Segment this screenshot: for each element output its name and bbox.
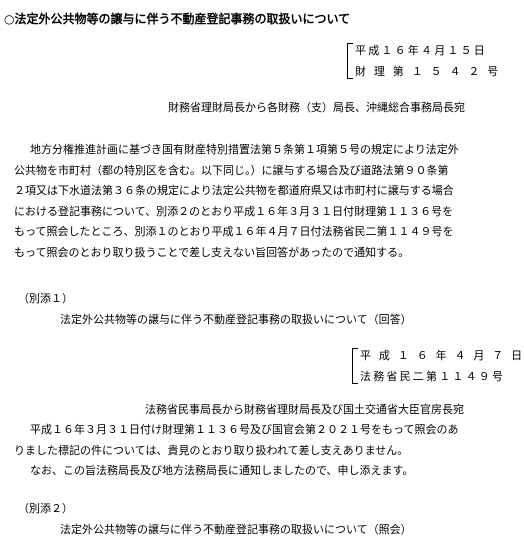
attachment-label-2: （別添２） — [18, 502, 73, 515]
reference-number: 財 理 第 １ ５ ４ ２ 号 — [355, 65, 501, 78]
document-title: ○法定外公共物等の譲与に伴う不動産登記事務の取扱いについて — [4, 12, 351, 26]
bracket — [352, 348, 358, 384]
body-line: もって照会のとおり取り扱うことで差し支えない旨回答があったので通知する。 — [14, 245, 410, 259]
reference-number: 法務省民二第１１４９号 — [360, 370, 506, 383]
body-line: 公共物を市町村（都の特別区を含む。以下同じ。）に譲与する場合及び道路法第９０条第 — [14, 163, 449, 177]
body-line: りました標記の件については、貴見のとおり取り扱われて差し支えありません。 — [14, 443, 409, 457]
body-line: なお、この旨法務局長及び地方法務局長に通知しましたので、申し添えます。 — [30, 464, 414, 477]
reference-date: 平 成 １ ６ 年 ４ 月 ７ 日 — [360, 349, 524, 362]
addressee: 法務省民事局長から財務省理財局長及び国土交通省大臣官房長宛 — [145, 403, 464, 416]
attachment-label-1: （別添１） — [18, 292, 73, 305]
body-line: 平成１６年３月３１日付け財理第１１３６号及び国官会第２０２１号をもって照会のあ — [30, 423, 459, 436]
reference-block-2: 平 成 １ ６ 年 ４ 月 ７ 日 法務省民二第１１４９号 — [352, 345, 524, 387]
attachment-title-2: 法定外公共物等の譲与に伴う不動産登記事務の取扱いについて（照会） — [60, 523, 412, 536]
bracket — [347, 43, 353, 79]
body-line: ２項又は下水道法第３６条の規定により法定公共物を都道府県又は市町村に譲与する場合 — [14, 184, 454, 197]
body-line: 地方分権推進計画に基づき国有財産特別措置法第５条第１項第５号の規定により法定外 — [30, 143, 459, 156]
body-line: もって照会したところ、別添１のとおり平成１６年４月７日付法務省民二第１１４９号を — [14, 225, 454, 238]
body-paragraph-2: 平成１６年３月３１日付け財理第１１３６号及び国官会第２０２１号をもって照会のあ … — [14, 414, 504, 482]
attachment-title-1: 法定外公共物等の譲与に伴う不動産登記事務の取扱いについて（回答） — [60, 313, 412, 326]
reference-date: 平成１６年４月１５日 — [355, 44, 487, 57]
reference-block-1: 平成１６年４月１５日 財 理 第 １ ５ ４ ２ 号 — [347, 40, 500, 82]
body-line: における登記事務について、別添２のとおり平成１６年３月３１日付財理第１１３６号を — [14, 204, 454, 218]
body-paragraph-1: 地方分権推進計画に基づき国有財産特別措置法第５条第１項第５号の規定により法定外 … — [14, 140, 500, 263]
addressee: 財務省理財局長から各財務（支）局長、沖縄総合事務局長宛 — [168, 101, 465, 114]
